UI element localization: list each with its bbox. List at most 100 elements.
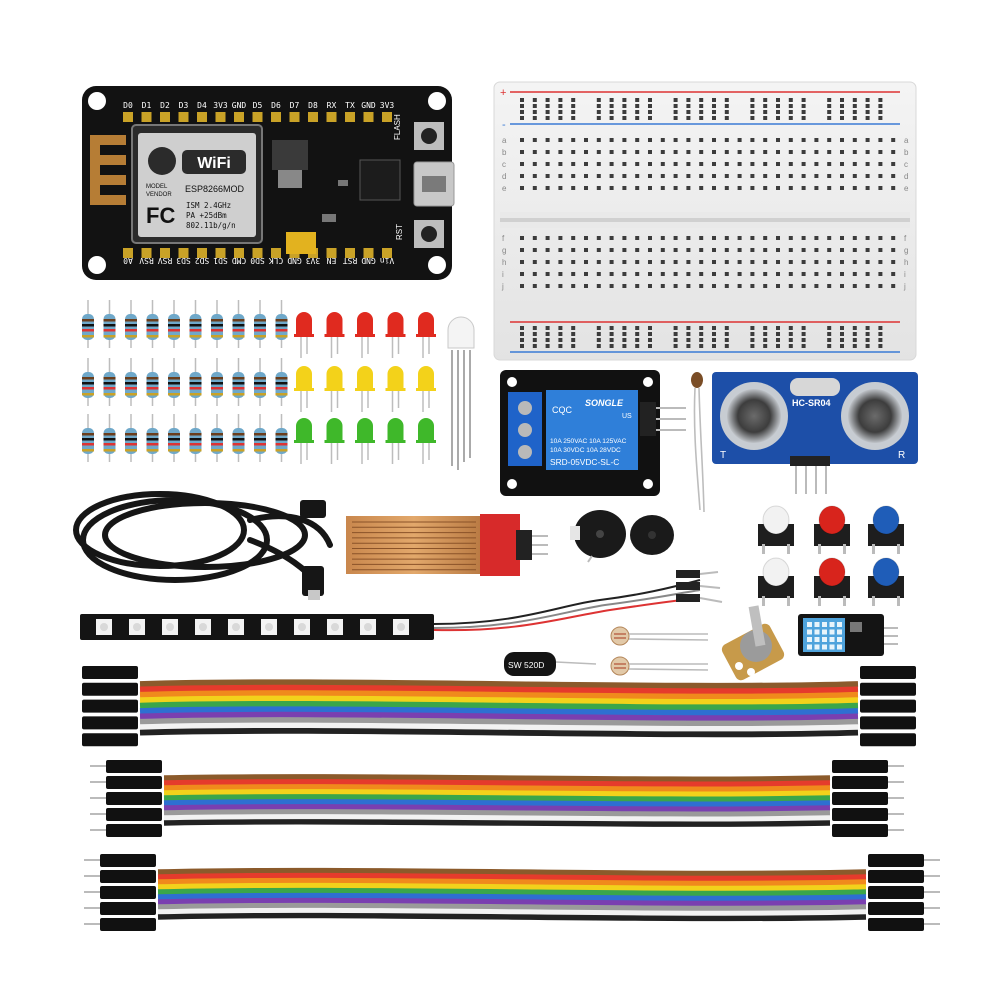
dupont-connector (832, 808, 888, 821)
led (418, 312, 434, 334)
button-cap (762, 557, 790, 587)
led (387, 312, 404, 334)
dupont-connector (82, 699, 138, 713)
led (296, 418, 312, 440)
pin-pad (234, 112, 244, 122)
led (357, 418, 373, 440)
dht11-sensor (798, 614, 898, 656)
spec-ism: ISM 2.4GHz (186, 201, 231, 210)
dupont-connector (860, 733, 916, 747)
button-cap (872, 557, 900, 587)
tilt-switch-label: SW 520D (508, 660, 544, 670)
row-letter: j (903, 282, 906, 291)
dupont-connector (868, 886, 924, 899)
row-letter: e (904, 184, 909, 193)
pin-pad (215, 248, 226, 258)
pin-pad (363, 248, 374, 258)
row-letter: d (502, 172, 506, 181)
pin-label-bottom: 3V3 (306, 256, 321, 265)
pin-label-top: D6 (271, 101, 281, 110)
pin-label-bottom: RSV (139, 256, 154, 265)
rst-label: RST (395, 224, 404, 240)
pin-label-top: GND (361, 101, 376, 110)
vendor-label: VENDOR (146, 192, 172, 198)
pin-pad (326, 112, 337, 122)
pin-pad (197, 112, 207, 122)
row-letter: g (502, 246, 506, 255)
row-letter: j (501, 282, 504, 291)
pin-pad (271, 248, 281, 258)
photoresistor-1 (610, 626, 709, 646)
rail-plus-label: + (500, 87, 506, 99)
jumper-ribbon (82, 666, 916, 747)
row-letter: h (502, 258, 506, 267)
wifi-logo: WiFi (197, 155, 231, 172)
pin-pad (234, 248, 244, 258)
row-letter: c (904, 160, 908, 169)
pin-pad (141, 248, 152, 258)
dupont-connector (860, 682, 916, 696)
water-level-sensor (346, 514, 548, 576)
relay-model: SRD-05VDC-SL-C (550, 457, 619, 467)
dupont-connector (100, 854, 156, 867)
pin-pad (215, 112, 226, 122)
led (418, 418, 434, 440)
dupont-connector (82, 733, 138, 747)
pin-label-top: 3V3 (380, 101, 395, 110)
spec-80211: 802.11b/g/n (186, 221, 236, 230)
pin-label-bottom: Vin (380, 256, 395, 265)
pin-label-bottom: RST (343, 256, 358, 265)
pin-label-bottom: CMD (232, 256, 247, 265)
pin-label-top: D0 (123, 101, 133, 110)
row-letter: b (502, 148, 507, 157)
model-label: MODEL (146, 184, 168, 190)
pin-label-bottom: SD1 (213, 256, 228, 265)
pin-pad (252, 112, 263, 122)
led (296, 312, 312, 334)
ultrasonic-sensor: HC-SR04 T R (712, 372, 918, 494)
dupont-connector (868, 918, 924, 931)
dupont-connector (860, 716, 916, 730)
led (387, 418, 404, 440)
dupont-connector (106, 792, 162, 805)
dupont-connector (100, 870, 156, 883)
pin-label-top: D1 (142, 101, 152, 110)
button-cap (818, 505, 846, 535)
pin-label-bottom: SD0 (250, 256, 265, 265)
row-letter: h (904, 258, 908, 267)
row-letter: c (502, 160, 506, 169)
pin-pad (197, 248, 207, 258)
row-letter: a (904, 136, 909, 145)
row-letter: i (502, 270, 504, 279)
led (326, 312, 343, 334)
button-cap (818, 557, 846, 587)
ultrasonic-t: T (720, 450, 726, 461)
rail-minus-label: - (502, 119, 506, 131)
pin-label-top: D3 (179, 101, 189, 110)
push-button-set (758, 505, 904, 606)
dupont-connector (832, 776, 888, 789)
dupont-connector (100, 918, 156, 931)
dupont-connector (106, 760, 162, 773)
ultrasonic-model: HC-SR04 (792, 398, 831, 408)
pin-label-bottom: SD2 (195, 256, 210, 265)
dupont-connector (868, 870, 924, 883)
jumper-ribbon (84, 854, 940, 931)
pin-label-top: D5 (253, 101, 263, 110)
pin-label-bottom: EN (327, 256, 337, 265)
pin-pad (123, 112, 133, 122)
relay-cqc: CQC (552, 405, 573, 415)
pin-pad (363, 112, 374, 122)
pin-pad (160, 248, 170, 258)
relay-module: CQC SONGLE US 10A 250VAC 10A 125VAC 10A … (500, 370, 686, 496)
pin-pad (326, 248, 337, 258)
row-letter: d (904, 172, 908, 181)
potentiometer (721, 605, 785, 682)
dupont-connector (82, 682, 138, 696)
dupont-connector (100, 902, 156, 915)
pin-pad (345, 112, 355, 122)
jumper-ribbon (90, 760, 904, 837)
led (357, 312, 373, 334)
